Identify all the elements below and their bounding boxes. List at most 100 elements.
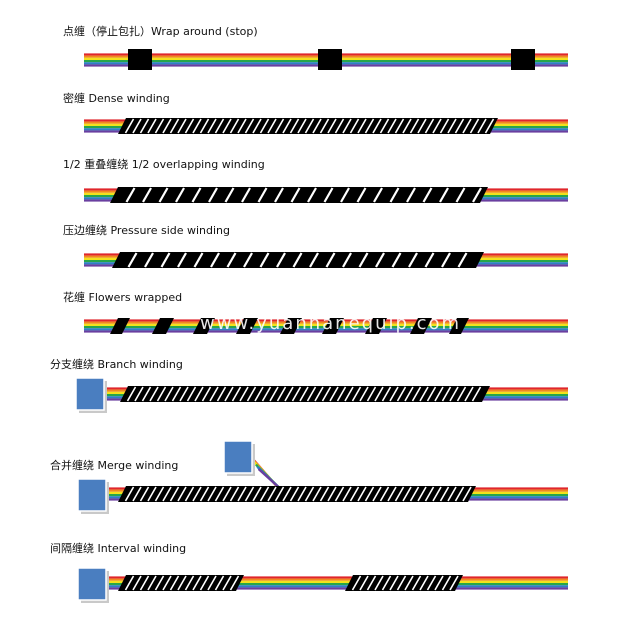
flower-wrap-segment-2	[152, 318, 174, 334]
wrap-stripe	[222, 486, 232, 502]
wrap-stripe	[244, 486, 255, 502]
wrap-stripe	[257, 187, 268, 203]
wrap-stripe	[246, 386, 257, 402]
wrap-stripe	[142, 187, 152, 203]
wrap-stripe	[239, 386, 249, 402]
wrap-stripe	[209, 386, 219, 402]
wrap-stripe	[177, 118, 187, 134]
wrap-stripe	[229, 575, 240, 591]
wrap-stripe	[351, 386, 362, 402]
wrap-stripe	[374, 386, 384, 402]
wrap-stripe	[267, 486, 277, 502]
wrap-stripe	[154, 486, 165, 502]
stop-wrap-block-3	[511, 49, 535, 70]
wrap-stripe	[186, 386, 197, 402]
cable-strand	[84, 319, 568, 322]
wrap-stripe	[141, 386, 152, 402]
wrap-stripe	[389, 386, 399, 402]
wrap-stripe	[229, 118, 240, 134]
wrap-stripe	[349, 486, 360, 502]
label-half-overlap-winding: 1/2 重叠缠绕 1/2 overlapping winding	[63, 158, 265, 171]
wrap-stripe	[222, 575, 232, 591]
wrap-stripe	[274, 187, 284, 203]
wrap-stripe	[314, 386, 324, 402]
wrap-stripe	[454, 118, 465, 134]
flower-wrap-segment-4	[236, 318, 258, 334]
wrap-stripe	[254, 386, 264, 402]
wrap-stripe	[207, 486, 217, 502]
wrap-stripe	[207, 118, 217, 134]
wrap-stripe	[158, 187, 169, 203]
wrap-stripe	[389, 575, 399, 591]
wrap-stripe	[387, 118, 397, 134]
wrap-stripe	[164, 386, 174, 402]
wrap-stripe	[309, 252, 319, 268]
wrap-stripe	[289, 486, 300, 502]
wrap-stripe	[426, 386, 437, 402]
wrap-stripe	[244, 118, 255, 134]
label-flowers-wrapped: 花缠 Flowers wrapped	[63, 291, 183, 304]
wrap-stripe	[184, 118, 195, 134]
cable-strand	[104, 576, 568, 579]
wrap-stripe	[441, 252, 451, 268]
wrap-stripe	[364, 118, 375, 134]
wrap-stripe	[457, 252, 468, 268]
wrap-stripe	[325, 252, 336, 268]
flower-wrap-segment-6	[322, 318, 344, 334]
merge-connector-block	[77, 478, 107, 512]
wrap-stripe	[334, 118, 345, 134]
flower-wrap-segment-8	[410, 318, 432, 334]
wrap-stripe	[259, 252, 270, 268]
wrap-stripe	[274, 486, 285, 502]
wrap-stripe	[162, 575, 172, 591]
wrap-stripe	[342, 252, 352, 268]
wrap-stripe	[126, 386, 137, 402]
wrap-stripe	[252, 118, 262, 134]
wrap-stripe	[191, 187, 202, 203]
wrap-stripe	[210, 252, 220, 268]
wrap-stripe	[462, 486, 472, 502]
wrap-stripe	[389, 187, 400, 203]
wrap-stripe	[422, 187, 433, 203]
wrap-stripe	[132, 118, 142, 134]
wrap-stripe	[454, 486, 465, 502]
label-interval-winding: 间隔缠绕 Interval winding	[50, 542, 187, 555]
label-pressure-side-winding: 压边缠绕 Pressure side winding	[63, 224, 231, 237]
merge-branch-connector-block	[223, 440, 253, 474]
wrap-stripe	[171, 386, 182, 402]
wrap-stripe	[184, 575, 195, 591]
wrap-stripe	[375, 252, 385, 268]
wrap-stripe	[424, 252, 435, 268]
wrap-stripe	[201, 386, 212, 402]
wrap-stripe	[359, 575, 369, 591]
wrap-stripe	[274, 118, 285, 134]
wrap-stripe	[351, 575, 362, 591]
wrap-stripe	[358, 252, 369, 268]
wrap-stripe	[394, 486, 405, 502]
wrap-stripe	[357, 486, 367, 502]
wrap-stripe	[441, 386, 452, 402]
wrap-stripe	[177, 252, 187, 268]
wrap-stripe	[175, 187, 185, 203]
wrap-stripe	[381, 575, 392, 591]
wrap-stripe	[276, 386, 287, 402]
wrap-stripe	[237, 118, 247, 134]
wrap-stripe	[282, 486, 292, 502]
wrap-stripe	[379, 486, 390, 502]
wrap-stripe	[419, 575, 429, 591]
wrap-stripe	[356, 187, 367, 203]
wrap-stripe	[396, 575, 407, 591]
label-dense-winding: 密缠 Dense winding	[63, 92, 170, 105]
branch-connector-block	[75, 377, 105, 411]
wrap-stripe	[192, 118, 202, 134]
wrap-stripe	[434, 386, 444, 402]
wrap-stripe	[299, 386, 309, 402]
wrap-stripe	[261, 386, 272, 402]
wrap-stripe	[344, 386, 354, 402]
wrap-stripe	[342, 118, 352, 134]
wrap-stripe	[402, 486, 412, 502]
wrap-stripe	[297, 118, 307, 134]
wrap-stripe	[432, 486, 442, 502]
wrap-stripe	[192, 486, 202, 502]
